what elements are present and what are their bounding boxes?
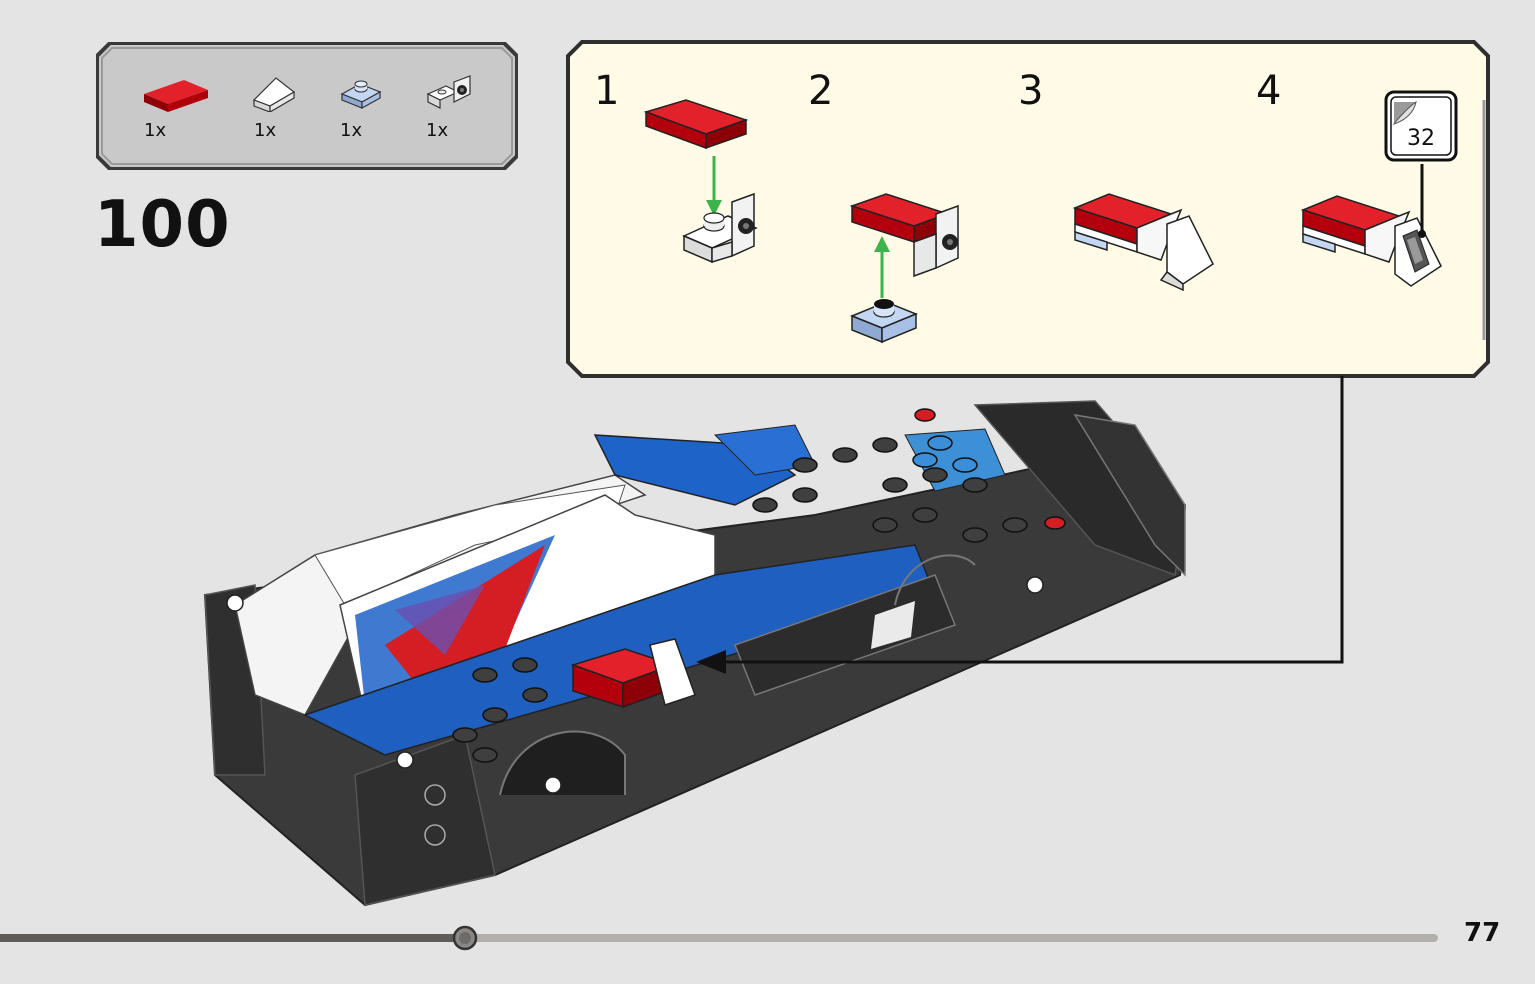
step-number: 100 bbox=[94, 188, 231, 262]
sticker-sheet-icon bbox=[1384, 90, 1458, 162]
sub-step-1-illustration bbox=[643, 99, 758, 264]
parts-qty: 1x bbox=[254, 120, 277, 141]
sub-step-2-illustration bbox=[849, 193, 959, 344]
sub-step-number: 4 bbox=[1256, 68, 1282, 114]
callout-leader-line bbox=[696, 376, 1344, 674]
parts-list-frame bbox=[96, 42, 518, 170]
sub-step-number: 2 bbox=[808, 68, 834, 114]
red-tile-icon bbox=[144, 80, 208, 112]
sub-step-number: 1 bbox=[594, 68, 620, 114]
progress-marker-center bbox=[459, 932, 471, 944]
sub-step-4-illustration bbox=[1300, 195, 1442, 287]
parts-qty: 1x bbox=[426, 120, 449, 141]
parts-qty: 1x bbox=[340, 120, 363, 141]
parts-item: 1x bbox=[424, 72, 504, 162]
light-blue-plate-icon bbox=[340, 80, 382, 110]
callout-frame bbox=[566, 40, 1490, 378]
page-number: 77 bbox=[1464, 918, 1501, 948]
sub-step-number: 3 bbox=[1018, 68, 1044, 114]
parts-item: 1x bbox=[140, 72, 220, 162]
parts-item: 1x bbox=[250, 72, 330, 162]
sticker-pointer-line bbox=[1418, 164, 1426, 238]
leader-arrow-icon bbox=[696, 650, 726, 674]
progress-bar bbox=[0, 925, 1438, 951]
sticker-number: 32 bbox=[1407, 126, 1435, 151]
parts-list-box: 1x 1x 1x 1x bbox=[96, 42, 518, 170]
parts-item: 1x bbox=[338, 72, 418, 162]
main-model-illustration bbox=[203, 400, 1187, 907]
white-bracket-icon bbox=[426, 75, 471, 109]
white-slope-icon bbox=[252, 77, 296, 112]
sub-assembly-callout: 1 2 3 4 bbox=[566, 40, 1490, 378]
sticker-reference: 32 bbox=[1384, 90, 1458, 162]
parts-qty: 1x bbox=[144, 120, 167, 141]
sub-step-3-illustration bbox=[1072, 193, 1214, 292]
